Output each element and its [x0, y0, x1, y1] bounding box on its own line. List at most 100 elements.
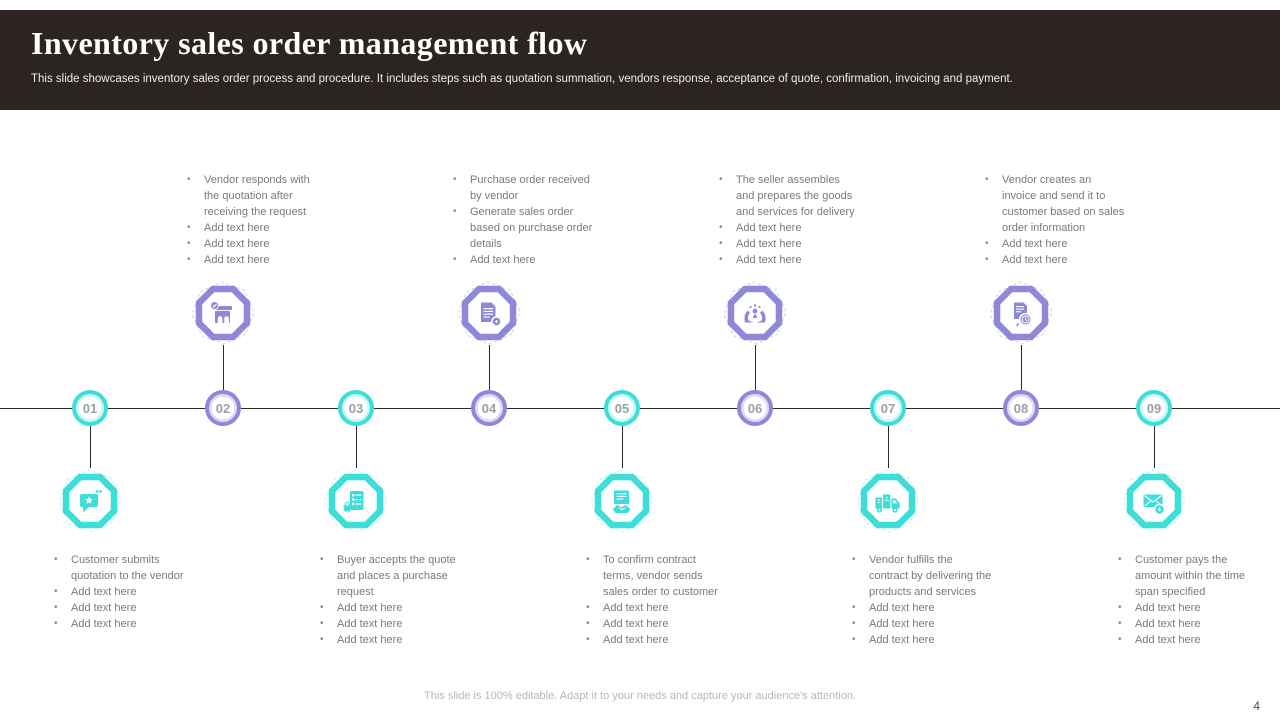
- bullet-item: • Add text here: [320, 632, 460, 648]
- bullet-marker-icon: •: [985, 174, 989, 185]
- bullet-item: •Add text here: [852, 616, 992, 632]
- bullet-marker-icon: •: [1118, 554, 1122, 565]
- bullet-item: • Vendor responds with the quotation afte…: [187, 172, 327, 220]
- bullet-marker-icon: •: [1118, 634, 1122, 645]
- header: Inventory sales order management flow Th…: [0, 10, 1280, 110]
- bullet-item: •To confirm contract terms, vendor sends…: [586, 552, 726, 600]
- step-08-marker: 08: [1003, 390, 1039, 426]
- bullet-text: Add text here: [337, 634, 403, 646]
- step-02-connector: [223, 345, 224, 390]
- bullet-item: •Vendor fulfills the contract by deliver…: [852, 552, 992, 600]
- bullet-text: Add text here: [869, 634, 935, 646]
- bullet-text: Add text here: [869, 602, 935, 614]
- footer-note: This slide is 100% editable. Adapt it to…: [424, 690, 856, 702]
- bullet-marker-icon: •: [187, 222, 191, 233]
- step-03-marker: 03: [338, 390, 374, 426]
- bullet-marker-icon: •: [453, 206, 457, 217]
- step-08-notes: •Vendor creates an invoice and send it t…: [985, 172, 1125, 268]
- bullet-marker-icon: •: [320, 602, 324, 613]
- step-number: 01: [82, 400, 98, 416]
- bullet-text: Add text here: [736, 222, 802, 234]
- bullet-text: Add text here: [1002, 238, 1068, 250]
- bullet-item: • The seller assembles and prepares the g…: [719, 172, 859, 220]
- bullet-item: •Purchase order received by vendor: [453, 172, 593, 204]
- bullet-text: Add text here: [1135, 618, 1201, 630]
- bullet-text: Add text here: [736, 254, 802, 266]
- bullet-marker-icon: •: [187, 174, 191, 185]
- step-05-marker: 05: [604, 390, 640, 426]
- delivery-truck-icon: [875, 494, 900, 513]
- step-04-marker: 04: [471, 390, 507, 426]
- bullet-item: •Add text here: [320, 616, 460, 632]
- bullet-marker-icon: •: [852, 602, 856, 613]
- hands-goods-icon: [744, 304, 766, 323]
- bullet-text: Add text here: [1002, 254, 1068, 266]
- bullet-item: •Generate sales order based on purchase …: [453, 204, 593, 252]
- bullet-marker-icon: •: [187, 254, 191, 265]
- bullet-text: Buyer accepts the quote and places a pur…: [337, 554, 456, 598]
- bullet-item: •Customer submits quotation to the vendo…: [54, 552, 194, 584]
- bullet-marker-icon: •: [1118, 602, 1122, 613]
- step-09-connector: [1154, 426, 1155, 468]
- bullet-item: •Add text here: [54, 584, 194, 600]
- step-04-medallion: [456, 280, 522, 346]
- bullet-text: Add text here: [869, 618, 935, 630]
- bullet-text: Vendor responds with the quotation after…: [204, 174, 310, 218]
- bullet-item: •Add text here: [453, 252, 593, 268]
- step-09-marker: 09: [1136, 390, 1172, 426]
- bullet-text: Add text here: [337, 602, 403, 614]
- bullet-marker-icon: •: [586, 554, 590, 565]
- step-number: 09: [1146, 400, 1162, 416]
- payment-mail-icon: [1143, 494, 1166, 516]
- bullet-item: • Add text here: [852, 600, 992, 616]
- step-number: 07: [880, 400, 896, 416]
- bullet-text: Add text here: [603, 602, 669, 614]
- bullet-text: Add text here: [204, 238, 270, 250]
- bullet-text: Add text here: [204, 222, 270, 234]
- bullet-text: Add text here: [470, 254, 536, 266]
- step-05-notes: •To confirm contract terms, vendor sends…: [586, 552, 726, 648]
- bullet-item: • Add text here: [985, 236, 1125, 252]
- bullet-marker-icon: •: [985, 254, 989, 265]
- bullet-item: •Add text here: [586, 600, 726, 616]
- bullet-marker-icon: •: [852, 554, 856, 565]
- step-05-medallion: [589, 468, 655, 534]
- step-02-notes: • Vendor responds with the quotation afte…: [187, 172, 327, 268]
- bullet-marker-icon: •: [985, 238, 989, 249]
- step-03-medallion: [323, 468, 389, 534]
- bullet-text: Add text here: [736, 238, 802, 250]
- bullet-marker-icon: •: [54, 554, 58, 565]
- step-08-connector: [1021, 345, 1022, 390]
- bullet-item: • Add text here: [187, 220, 327, 236]
- bullet-marker-icon: •: [320, 554, 324, 565]
- bullet-item: •Add text here: [852, 632, 992, 648]
- bullet-text: Add text here: [71, 602, 137, 614]
- step-01-marker: 01: [72, 390, 108, 426]
- bullet-text: Add text here: [337, 618, 403, 630]
- step-07-medallion: [855, 468, 921, 534]
- step-06-connector: [755, 345, 756, 390]
- bullet-item: • Buyer accepts the quote and places a pu…: [320, 552, 460, 600]
- step-number: 06: [747, 400, 763, 416]
- bullet-marker-icon: •: [719, 174, 723, 185]
- bullet-text: Customer pays the amount within the time…: [1135, 554, 1246, 598]
- bullet-marker-icon: •: [586, 634, 590, 645]
- step-number: 03: [348, 400, 364, 416]
- bullet-marker-icon: •: [453, 174, 457, 185]
- page-title: Inventory sales order management flow: [31, 25, 588, 61]
- bullet-marker-icon: •: [586, 618, 590, 629]
- step-08-medallion: [988, 280, 1054, 346]
- step-09-medallion: [1121, 468, 1187, 534]
- bullet-text: Add text here: [71, 586, 137, 598]
- bullet-marker-icon: •: [719, 222, 723, 233]
- bullet-marker-icon: •: [54, 602, 58, 613]
- step-07-notes: •Vendor fulfills the contract by deliver…: [852, 552, 992, 648]
- bullet-marker-icon: •: [320, 634, 324, 645]
- step-number: 08: [1013, 400, 1029, 416]
- step-05-connector: [622, 426, 623, 468]
- step-06-notes: • The seller assembles and prepares the g…: [719, 172, 859, 268]
- storefront-check-icon: [210, 301, 232, 323]
- step-04-connector: [489, 345, 490, 390]
- bullet-text: The seller assembles and prepares the go…: [736, 174, 855, 218]
